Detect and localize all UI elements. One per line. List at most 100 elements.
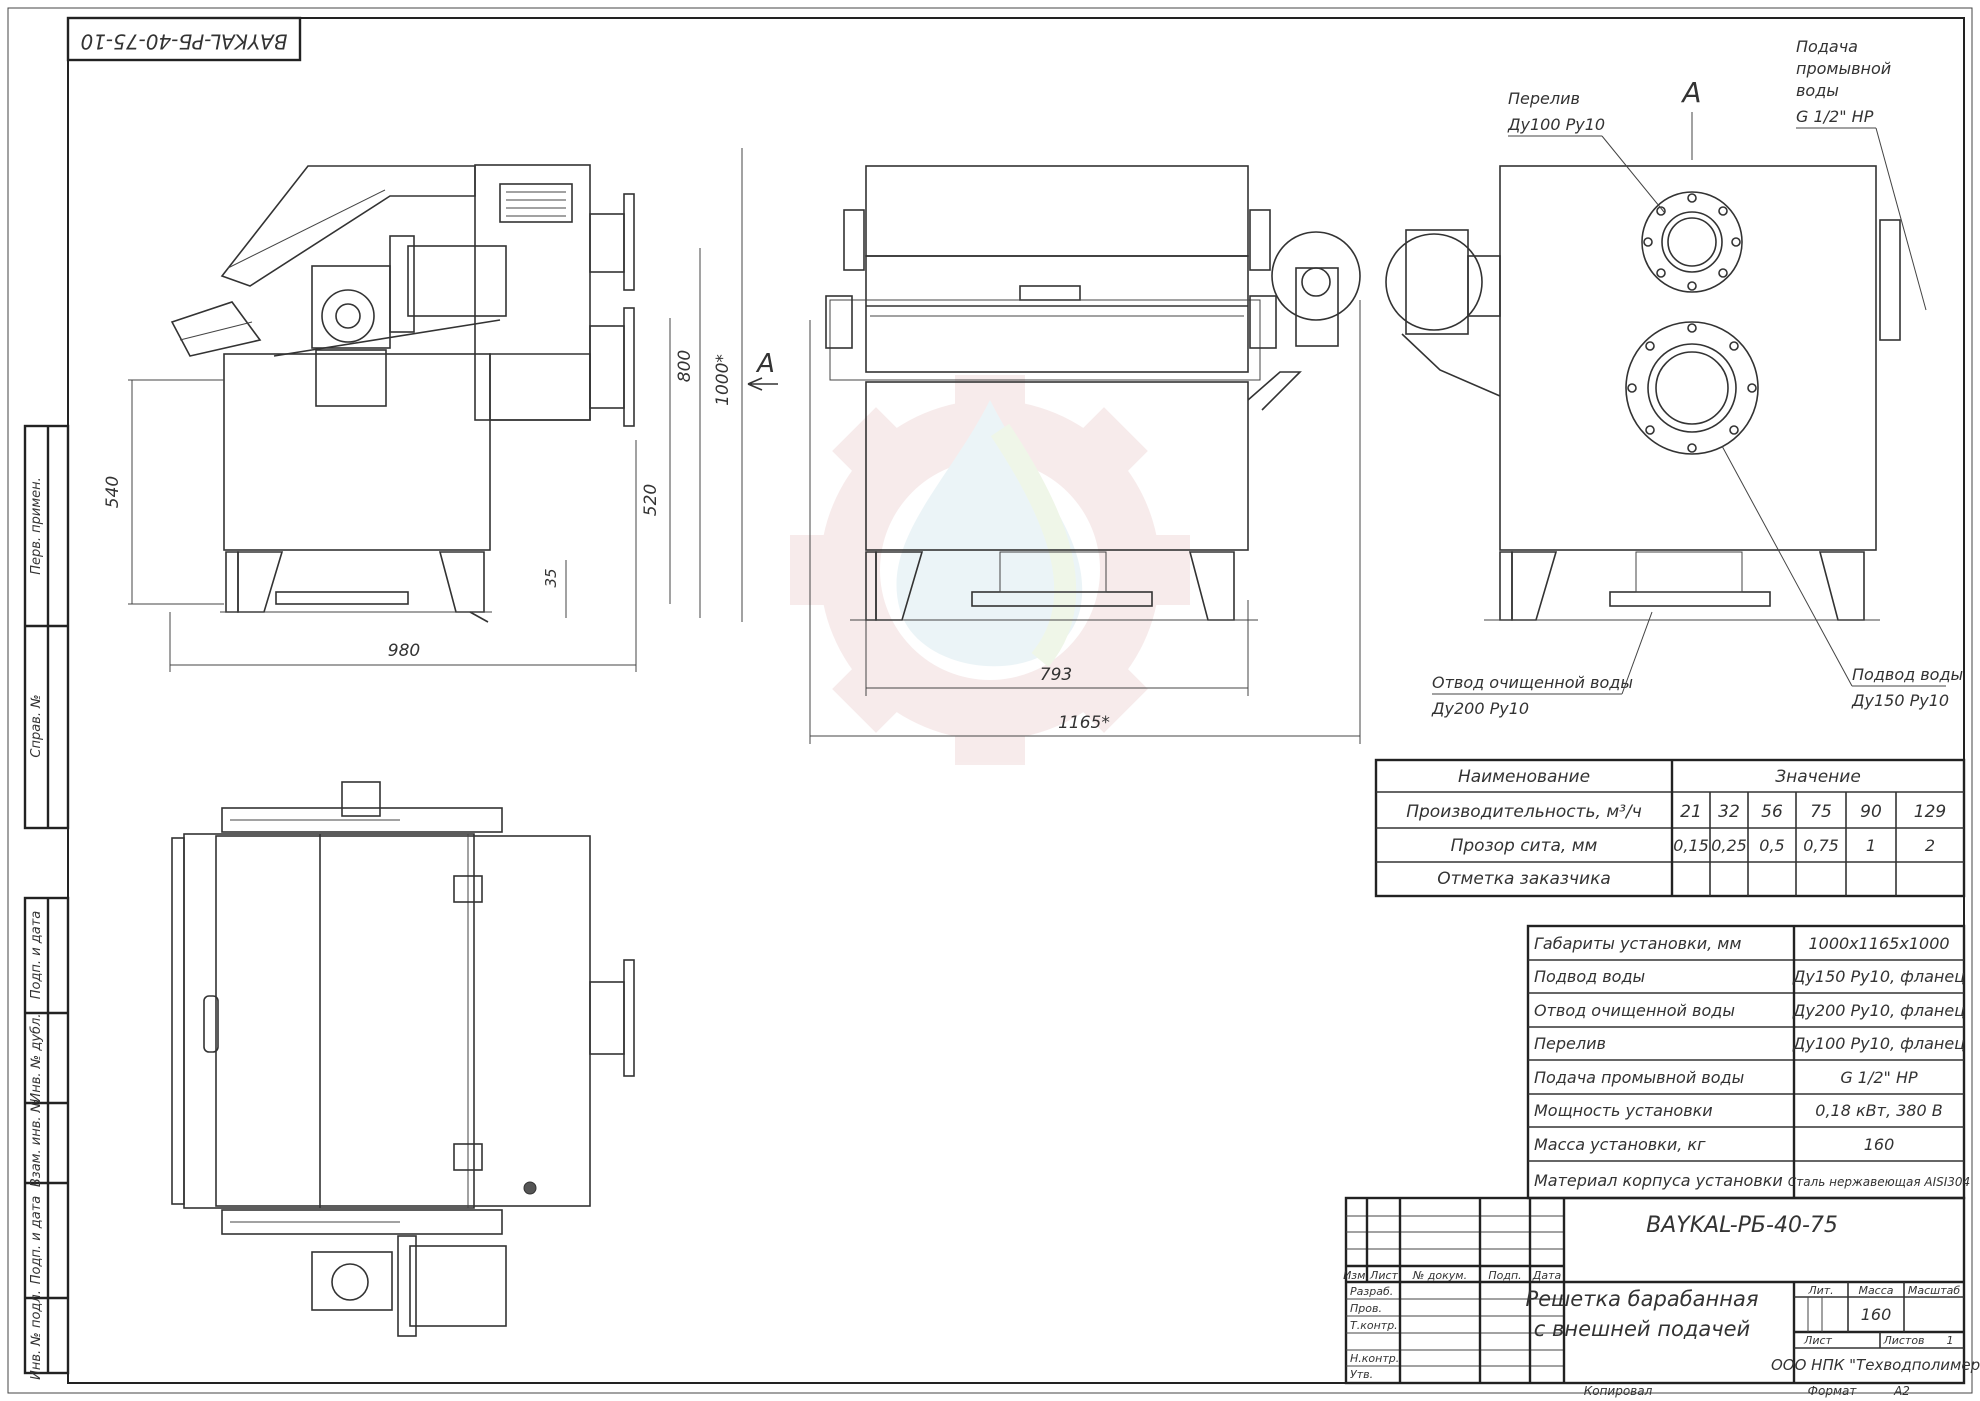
tb-col-header: Подп. — [1488, 1269, 1521, 1282]
dim-800: 800 — [675, 350, 695, 382]
side-hood — [489, 353, 591, 421]
spec-label: Подвод воды — [1534, 967, 1645, 986]
top-side-handle — [203, 995, 219, 1053]
perf-row-label: Отметка заказчика — [1437, 869, 1611, 889]
sheet-outer-border — [7, 7, 1973, 1394]
perf-header-name: Наименование — [1458, 767, 1590, 787]
side-legs — [220, 551, 492, 623]
tb-role: Разраб. — [1350, 1285, 1393, 1298]
top-pipe-flange — [589, 959, 635, 1077]
tb-company: ООО НПК "Техводполимер" — [1771, 1356, 1980, 1374]
side-view: 540 520 800 1000* 35 980 A — [103, 148, 778, 672]
perf-row-label: Прозор сита, мм — [1451, 836, 1598, 856]
perf-cell: 0,5 — [1759, 836, 1784, 855]
stamp-code: BAYKAL-РБ-40-75-10 — [80, 30, 287, 54]
top-view — [171, 781, 635, 1337]
watermark-drop — [896, 400, 1083, 667]
margin-label: Взам. инв. № — [29, 1099, 44, 1187]
side-drive-shaft — [273, 319, 501, 357]
footer-copied: Копировал — [1584, 1384, 1653, 1398]
perf-table: Наименование Значение Производительность… — [1374, 758, 1966, 898]
side-vent-grille — [499, 183, 573, 223]
tb-scale-label: Масштаб — [1908, 1284, 1960, 1297]
side-gear-wheel — [321, 289, 375, 343]
front-right-hinge — [1249, 209, 1277, 349]
spec-value: 160 — [1864, 1135, 1895, 1154]
perf-cell: 0,75 — [1803, 836, 1839, 855]
spec-label: Масса установки, кг — [1534, 1135, 1706, 1154]
watermark-logo — [790, 375, 1190, 765]
dim-1165: 1165* — [1058, 713, 1110, 733]
front-dimensions: 793 1165* — [809, 300, 1361, 744]
spec-value: 0,18 кВт, 380 В — [1815, 1101, 1942, 1120]
tb-designation: BAYKAL-РБ-40-75 — [1646, 1213, 1838, 1238]
callout-inlet-line1: Подвод воды — [1852, 665, 1963, 684]
callout-inlet-line2: Ду150 Ру10 — [1851, 691, 1949, 710]
side-gearbox — [311, 265, 391, 349]
tb-col-header: Изм. — [1343, 1269, 1369, 1282]
side-inlet-tray — [170, 301, 262, 357]
tb-role: Н.контр. — [1350, 1352, 1399, 1365]
dim-540: 540 — [103, 476, 123, 508]
spec-value: Сталь нержавеющая AISI304 — [1788, 1175, 1970, 1189]
perf-cell: 0,15 — [1673, 836, 1709, 855]
spec-value: Ду100 Ру10, фланец — [1792, 1034, 1965, 1053]
side-pipe-flanges — [589, 193, 635, 427]
title-block: Изм. Лист № докум. Подп. Дата Разраб. Пр… — [1343, 1196, 1980, 1385]
spec-label: Отвод очищенной воды — [1534, 1001, 1735, 1020]
perf-header-value: Значение — [1775, 767, 1861, 787]
end-legs — [1484, 551, 1880, 621]
end-view-label: A — [1680, 76, 1701, 109]
dim-980: 980 — [388, 641, 420, 661]
margin-label: Справ. № — [29, 694, 44, 757]
callout-water-inlet: Подвод воды Ду150 Ру10 — [1721, 445, 1963, 710]
margin-strip: Перв. примен. Справ. № Подп. и дата Инв.… — [23, 424, 70, 1380]
perf-cell: 129 — [1914, 802, 1946, 822]
end-body — [1499, 165, 1877, 551]
perf-cell: 2 — [1925, 836, 1935, 855]
front-view: 793 1165* — [809, 165, 1361, 744]
callout-wash-line2: промывной — [1796, 59, 1891, 78]
tb-lit-label: Лит. — [1807, 1284, 1833, 1297]
callout-wash-water: Подача промывной воды G 1/2" НР — [1796, 37, 1927, 311]
spec-value: Ду200 Ру10, фланец — [1792, 1001, 1965, 1020]
end-overflow-flange — [1641, 191, 1743, 293]
front-gearbox — [1271, 231, 1361, 347]
callout-wash-line4: G 1/2" НР — [1796, 107, 1874, 126]
front-tank — [865, 381, 1249, 551]
callout-overflow: Перелив Ду100 Ру10 — [1507, 89, 1665, 213]
perf-cell: 0,25 — [1711, 836, 1747, 855]
callout-clean-outlet: Отвод очищенной воды Ду200 Ру10 — [1431, 611, 1653, 718]
tb-sheets-value: 1 — [1947, 1334, 1954, 1347]
spec-table: Габариты установки, мм Подвод воды Отвод… — [1526, 924, 1970, 1200]
tb-role: Утв. — [1350, 1368, 1373, 1381]
view-marker-a: A — [747, 349, 778, 391]
side-inclined-chute — [220, 165, 476, 287]
stamp-code-box: BAYKAL-РБ-40-75-10 — [66, 16, 302, 62]
front-hood — [865, 165, 1249, 257]
end-wash-valve — [1879, 219, 1901, 341]
callout-outlet-line2: Ду200 Ру10 — [1431, 699, 1529, 718]
tb-mass-value: 160 — [1861, 1305, 1892, 1324]
top-hinge — [453, 875, 483, 903]
front-left-hinge — [825, 209, 865, 349]
footer-format-value: А2 — [1893, 1384, 1910, 1398]
tb-name-line1: Решетка барабанная — [1526, 1287, 1759, 1311]
side-grille-slats — [506, 191, 566, 217]
end-view-a: A — [1385, 37, 1963, 718]
top-hinge-rods — [221, 807, 503, 1235]
tb-mass-label: Масса — [1858, 1284, 1893, 1297]
margin-label: Инв. № подл. — [29, 1290, 44, 1380]
footer-format-label: Формат — [1808, 1384, 1858, 1398]
tb-role: Пров. — [1350, 1302, 1382, 1315]
side-rear-box — [474, 164, 591, 421]
perf-cell: 75 — [1810, 802, 1832, 822]
front-legs — [850, 551, 1258, 621]
tb-col-header: № докум. — [1412, 1269, 1467, 1282]
spec-label: Подача промывной воды — [1534, 1068, 1744, 1087]
tb-sheets-label: Листов — [1882, 1334, 1924, 1347]
tb-sheet-label: Лист — [1803, 1334, 1832, 1347]
margin-label: Перв. примен. — [29, 477, 44, 575]
spec-value: 1000х1165х1000 — [1808, 934, 1949, 953]
view-marker-a-label: A — [755, 349, 775, 379]
